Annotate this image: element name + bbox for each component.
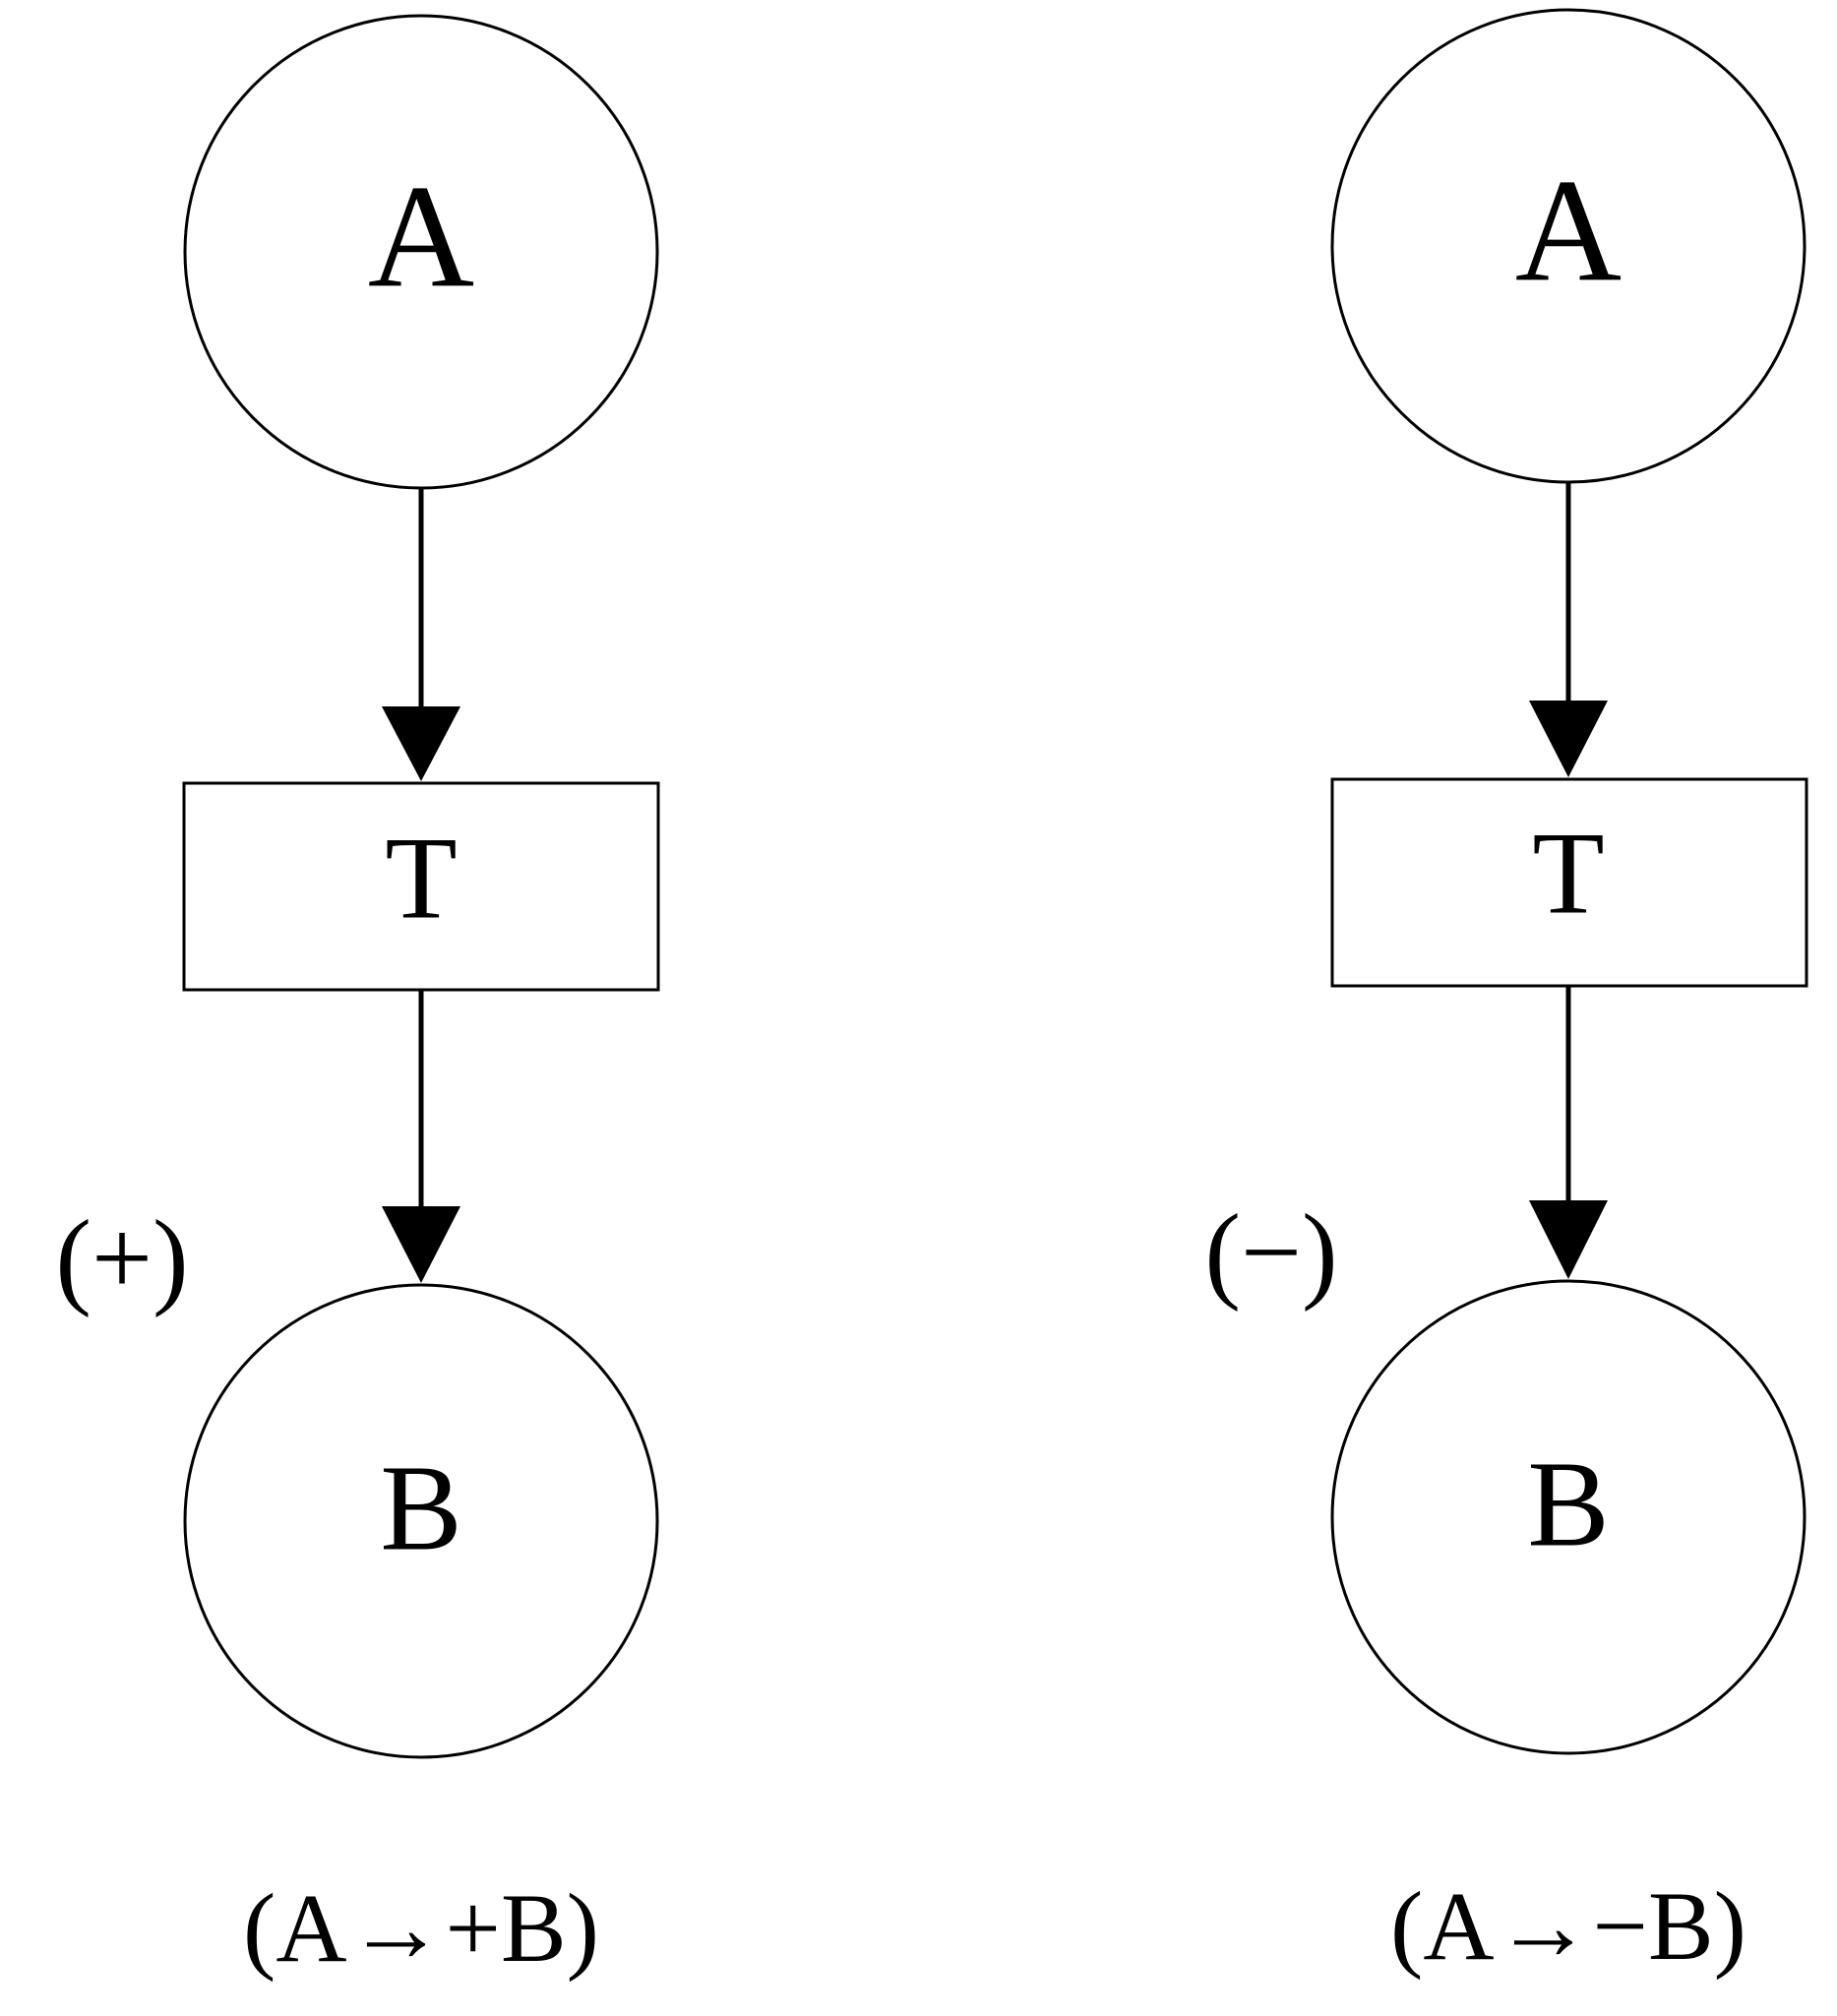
arrow-head-icon [382, 1206, 460, 1283]
node-a-label: A [1515, 149, 1622, 312]
edge-a-to-t-left [382, 488, 460, 781]
negative-influence-diagram: A T (−) B (A→−B) [1204, 8, 1808, 1981]
node-a-right: A [1330, 8, 1806, 484]
node-b-circle [1330, 1279, 1806, 1755]
node-t-label: T [385, 813, 457, 944]
node-b-right: B [1330, 1279, 1806, 1755]
edge-t-to-b-left [382, 990, 460, 1283]
sign-label-negative: (−) [1204, 1191, 1337, 1312]
edge-a-to-t-right [1529, 482, 1608, 777]
caption-negative: (A→−B) [1390, 1871, 1746, 1981]
node-t-right: T [1330, 777, 1808, 988]
arrow-head-icon [1529, 701, 1608, 777]
node-b-left: B [183, 1283, 659, 1759]
sign-label-positive: (+) [55, 1197, 188, 1317]
node-b-label: B [1527, 1437, 1609, 1573]
node-a-label: A [368, 154, 474, 318]
positive-influence-diagram: A T (+) B (A→+B) [55, 14, 660, 1983]
node-t-label: T [1532, 808, 1604, 939]
node-t-box [182, 781, 660, 992]
arrow-head-icon [382, 706, 460, 781]
node-b-label: B [380, 1441, 461, 1577]
node-b-circle [183, 1283, 659, 1759]
caption-positive: (A→+B) [243, 1873, 599, 1983]
node-t-left: T [182, 781, 660, 992]
node-a-left: A [183, 14, 659, 490]
edge-t-to-b-right [1529, 986, 1608, 1279]
node-t-box [1330, 777, 1808, 988]
arrow-head-icon [1529, 1200, 1608, 1279]
